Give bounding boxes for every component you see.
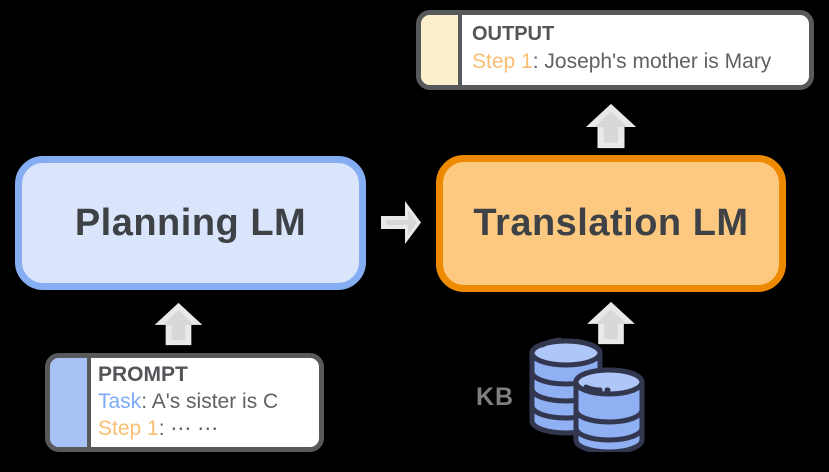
output-step-text: : Joseph's mother is Mary: [532, 50, 772, 73]
output-card-strip: [421, 15, 462, 85]
arrow-up-from-kb-icon: [584, 301, 638, 345]
prompt-card-strip: [50, 358, 91, 447]
prompt-card-body: PROMPT Task: A's sister is C Step 1: ⋯ ⋯: [91, 358, 319, 447]
database-icon: [528, 334, 650, 452]
translation-lm-box: Translation LM: [436, 155, 786, 292]
prompt-title: PROMPT: [98, 363, 188, 386]
prompt-task-line: Task: A's sister is C: [98, 388, 319, 415]
planning-lm-box: Planning LM: [15, 156, 366, 290]
arrow-up-from-prompt-icon: [150, 302, 207, 346]
translation-lm-label: Translation LM: [473, 202, 749, 244]
prompt-task-label: Task: [98, 390, 142, 413]
prompt-step-label: Step 1: [98, 417, 159, 440]
prompt-task-text: : A's sister is C: [141, 390, 279, 413]
arrow-right-icon: [380, 196, 422, 249]
output-card-body: OUTPUT Step 1: Joseph's mother is Mary: [462, 15, 809, 85]
prompt-card: PROMPT Task: A's sister is C Step 1: ⋯ ⋯: [45, 353, 324, 452]
output-title: OUTPUT: [472, 23, 555, 45]
output-card: OUTPUT Step 1: Joseph's mother is Mary: [416, 10, 814, 90]
output-step-line: Step 1: Joseph's mother is Mary: [472, 48, 809, 75]
prompt-step-text: : ⋯ ⋯: [158, 417, 219, 440]
planning-lm-label: Planning LM: [74, 201, 307, 244]
prompt-step-line: Step 1: ⋯ ⋯: [98, 415, 319, 442]
arrow-up-to-output-icon: [584, 102, 638, 150]
kb-label: KB: [476, 383, 515, 411]
output-step-label: Step 1: [472, 50, 533, 73]
